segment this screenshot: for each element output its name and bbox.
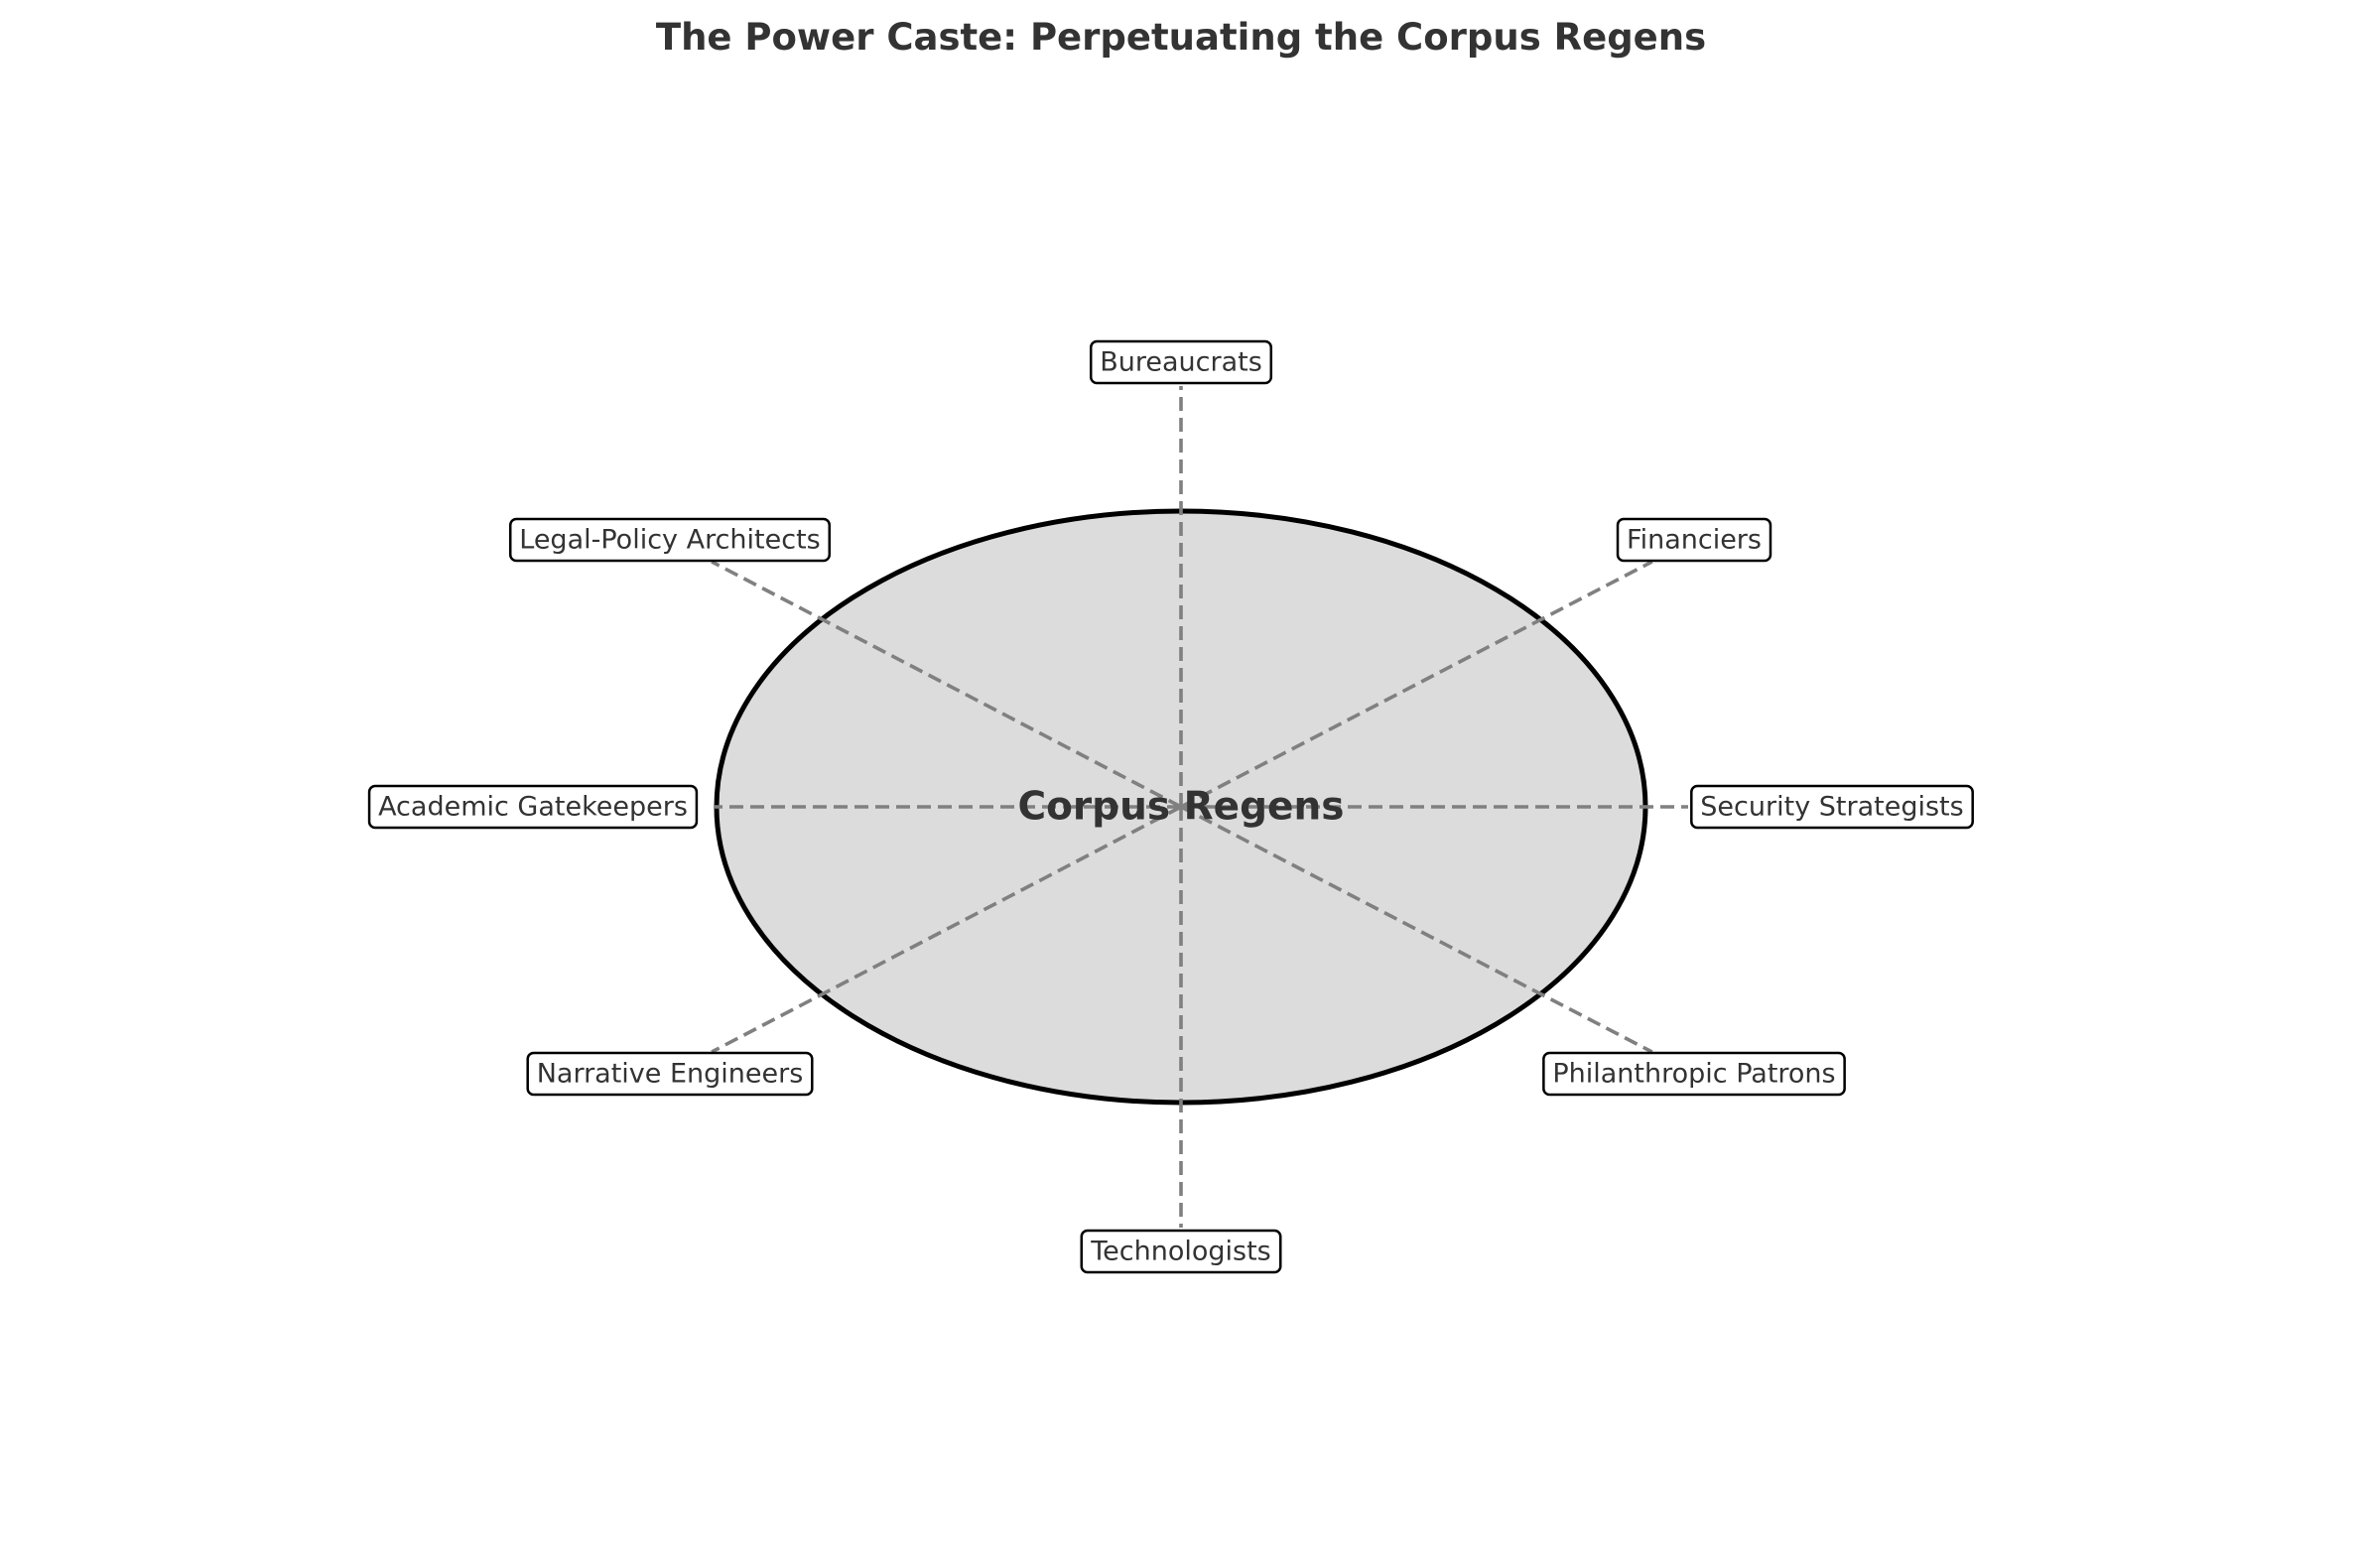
node-box-bureaucrats: [1089, 339, 1273, 385]
node-philanthropic-patrons: Philanthropic Patrons: [1542, 1051, 1846, 1097]
connector-legal-policy-architects: [711, 560, 1182, 809]
node-box-narrative-engineers: [526, 1051, 814, 1097]
node-bureaucrats: Bureaucrats: [1089, 339, 1273, 385]
connector-narrative-engineers: [711, 805, 1182, 1054]
node-financiers: Financiers: [1616, 517, 1772, 563]
node-box-financiers: [1616, 517, 1772, 563]
node-security-strategists: Security Strategists: [1690, 784, 1974, 830]
node-label-philanthropic-patrons: Philanthropic Patrons: [1552, 1059, 1835, 1090]
node-box-legal-policy-architects: [509, 517, 831, 563]
node-label-narrative-engineers: Narrative Engineers: [537, 1059, 804, 1090]
node-academic-gatekeepers: Academic Gatekeepers: [367, 784, 699, 830]
node-label-legal-policy-architects: Legal-Policy Architects: [519, 525, 821, 556]
node-label-academic-gatekeepers: Academic Gatekeepers: [378, 792, 688, 823]
node-label-financiers: Financiers: [1627, 525, 1762, 556]
node-box-technologists: [1080, 1229, 1282, 1274]
connector-philanthropic-patrons: [1180, 805, 1653, 1054]
node-label-technologists: Technologists: [1090, 1237, 1271, 1267]
node-narrative-engineers: Narrative Engineers: [526, 1051, 814, 1097]
node-legal-policy-architects: Legal-Policy Architects: [509, 517, 831, 563]
node-label-security-strategists: Security Strategists: [1700, 792, 1963, 823]
node-technologists: Technologists: [1080, 1229, 1282, 1274]
node-box-philanthropic-patrons: [1542, 1051, 1846, 1097]
center-label: Corpus Regens: [1018, 785, 1345, 830]
diagram-title: The Power Caste: Perpetuating the Corpus…: [656, 16, 1706, 59]
node-box-security-strategists: [1690, 784, 1974, 830]
node-box-academic-gatekeepers: [367, 784, 699, 830]
node-label-bureaucrats: Bureaucrats: [1100, 347, 1262, 378]
connector-financiers: [1180, 560, 1653, 809]
connector-lines: [711, 386, 1688, 1228]
